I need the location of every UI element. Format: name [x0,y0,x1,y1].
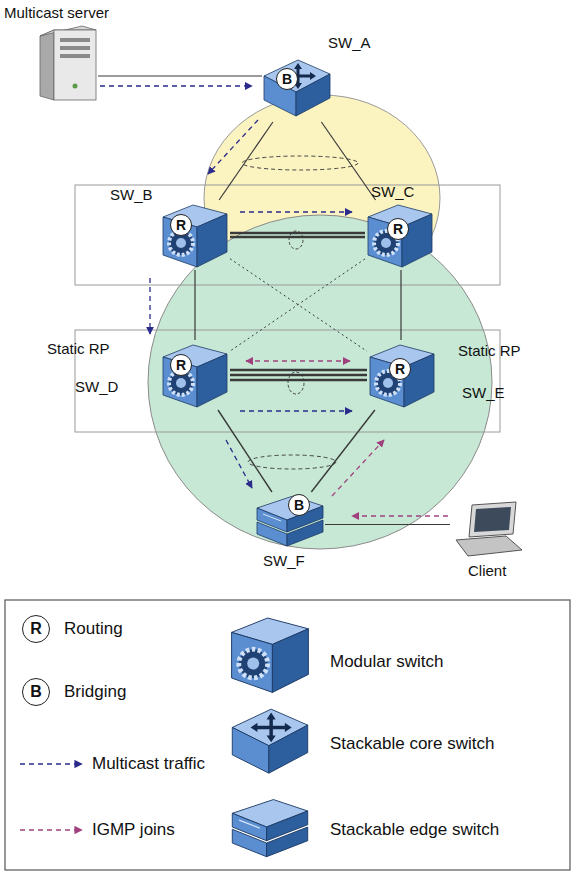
legend-badge: R [22,615,50,643]
modular-switch-icon [163,205,227,267]
network-link [218,410,272,492]
network-link [194,270,195,340]
switch-node: SW_BR [160,200,230,270]
node-label: SW_C [371,183,414,201]
node-label: SW_B [110,186,153,204]
network-link [230,370,367,380]
network-link [98,75,262,76]
network-link [321,122,375,200]
switch-node: SW_CR [365,200,435,270]
server-node: Multicast server [40,28,98,100]
node-label: Static RP [47,340,110,358]
network-link [311,410,375,492]
node-label: Multicast server [4,4,109,22]
mode-badge: R [170,214,192,236]
node-label: SW_A [328,34,371,52]
traffic-arrows [100,86,448,516]
mode-badge: R [170,354,192,376]
switch-node: Static RPSW_DR [160,340,230,410]
legend-text: Bridging [64,682,126,702]
core-switch-icon [264,60,330,116]
mode-badge: R [389,358,411,380]
legend-text: Routing [64,619,123,639]
switch-node: BSW_F [255,492,325,547]
mode-badge: B [288,494,310,516]
laptop-icon [456,502,522,556]
client-node: Client [450,502,522,557]
legend-badge: B [22,678,50,706]
legend-samples [20,618,308,857]
network-link [230,259,367,352]
network-link [325,524,450,525]
network-link [400,270,401,340]
mode-badge: B [276,68,298,90]
network-link [230,259,365,351]
legend-text: Multicast traffic [92,754,205,774]
legend-text: Modular switch [330,652,443,672]
mlt-ring [248,455,336,469]
legend-text: Stackable core switch [330,734,494,754]
server-icon [40,26,96,100]
core-switch-icon [232,709,307,773]
network-link [230,233,365,237]
modular-switch-icon [368,205,432,267]
cluster-frame [75,330,500,432]
mlt-ring [242,156,358,170]
node-label: SW_F [263,552,305,570]
node-label: SW_E [462,384,505,402]
node-label: SW_D [75,378,118,396]
traffic-sample [20,763,82,764]
modular-switch-icon [163,345,227,407]
switch-node: SW_AB [262,52,332,122]
legend-text: IGMP joins [92,820,175,840]
node-label: Static RP [458,342,521,360]
switch-node: Static RPSW_ER [367,340,437,410]
modular-switch-icon [370,345,434,407]
edge-switch-icon [232,800,307,857]
modular-switch-icon [232,618,309,692]
igmp-sample [20,829,82,830]
mode-badge: R [387,218,409,240]
legend-text: Stackable edge switch [330,820,499,840]
node-label: Client [468,562,506,580]
cluster-frame [75,185,500,285]
legend-box [5,600,570,870]
